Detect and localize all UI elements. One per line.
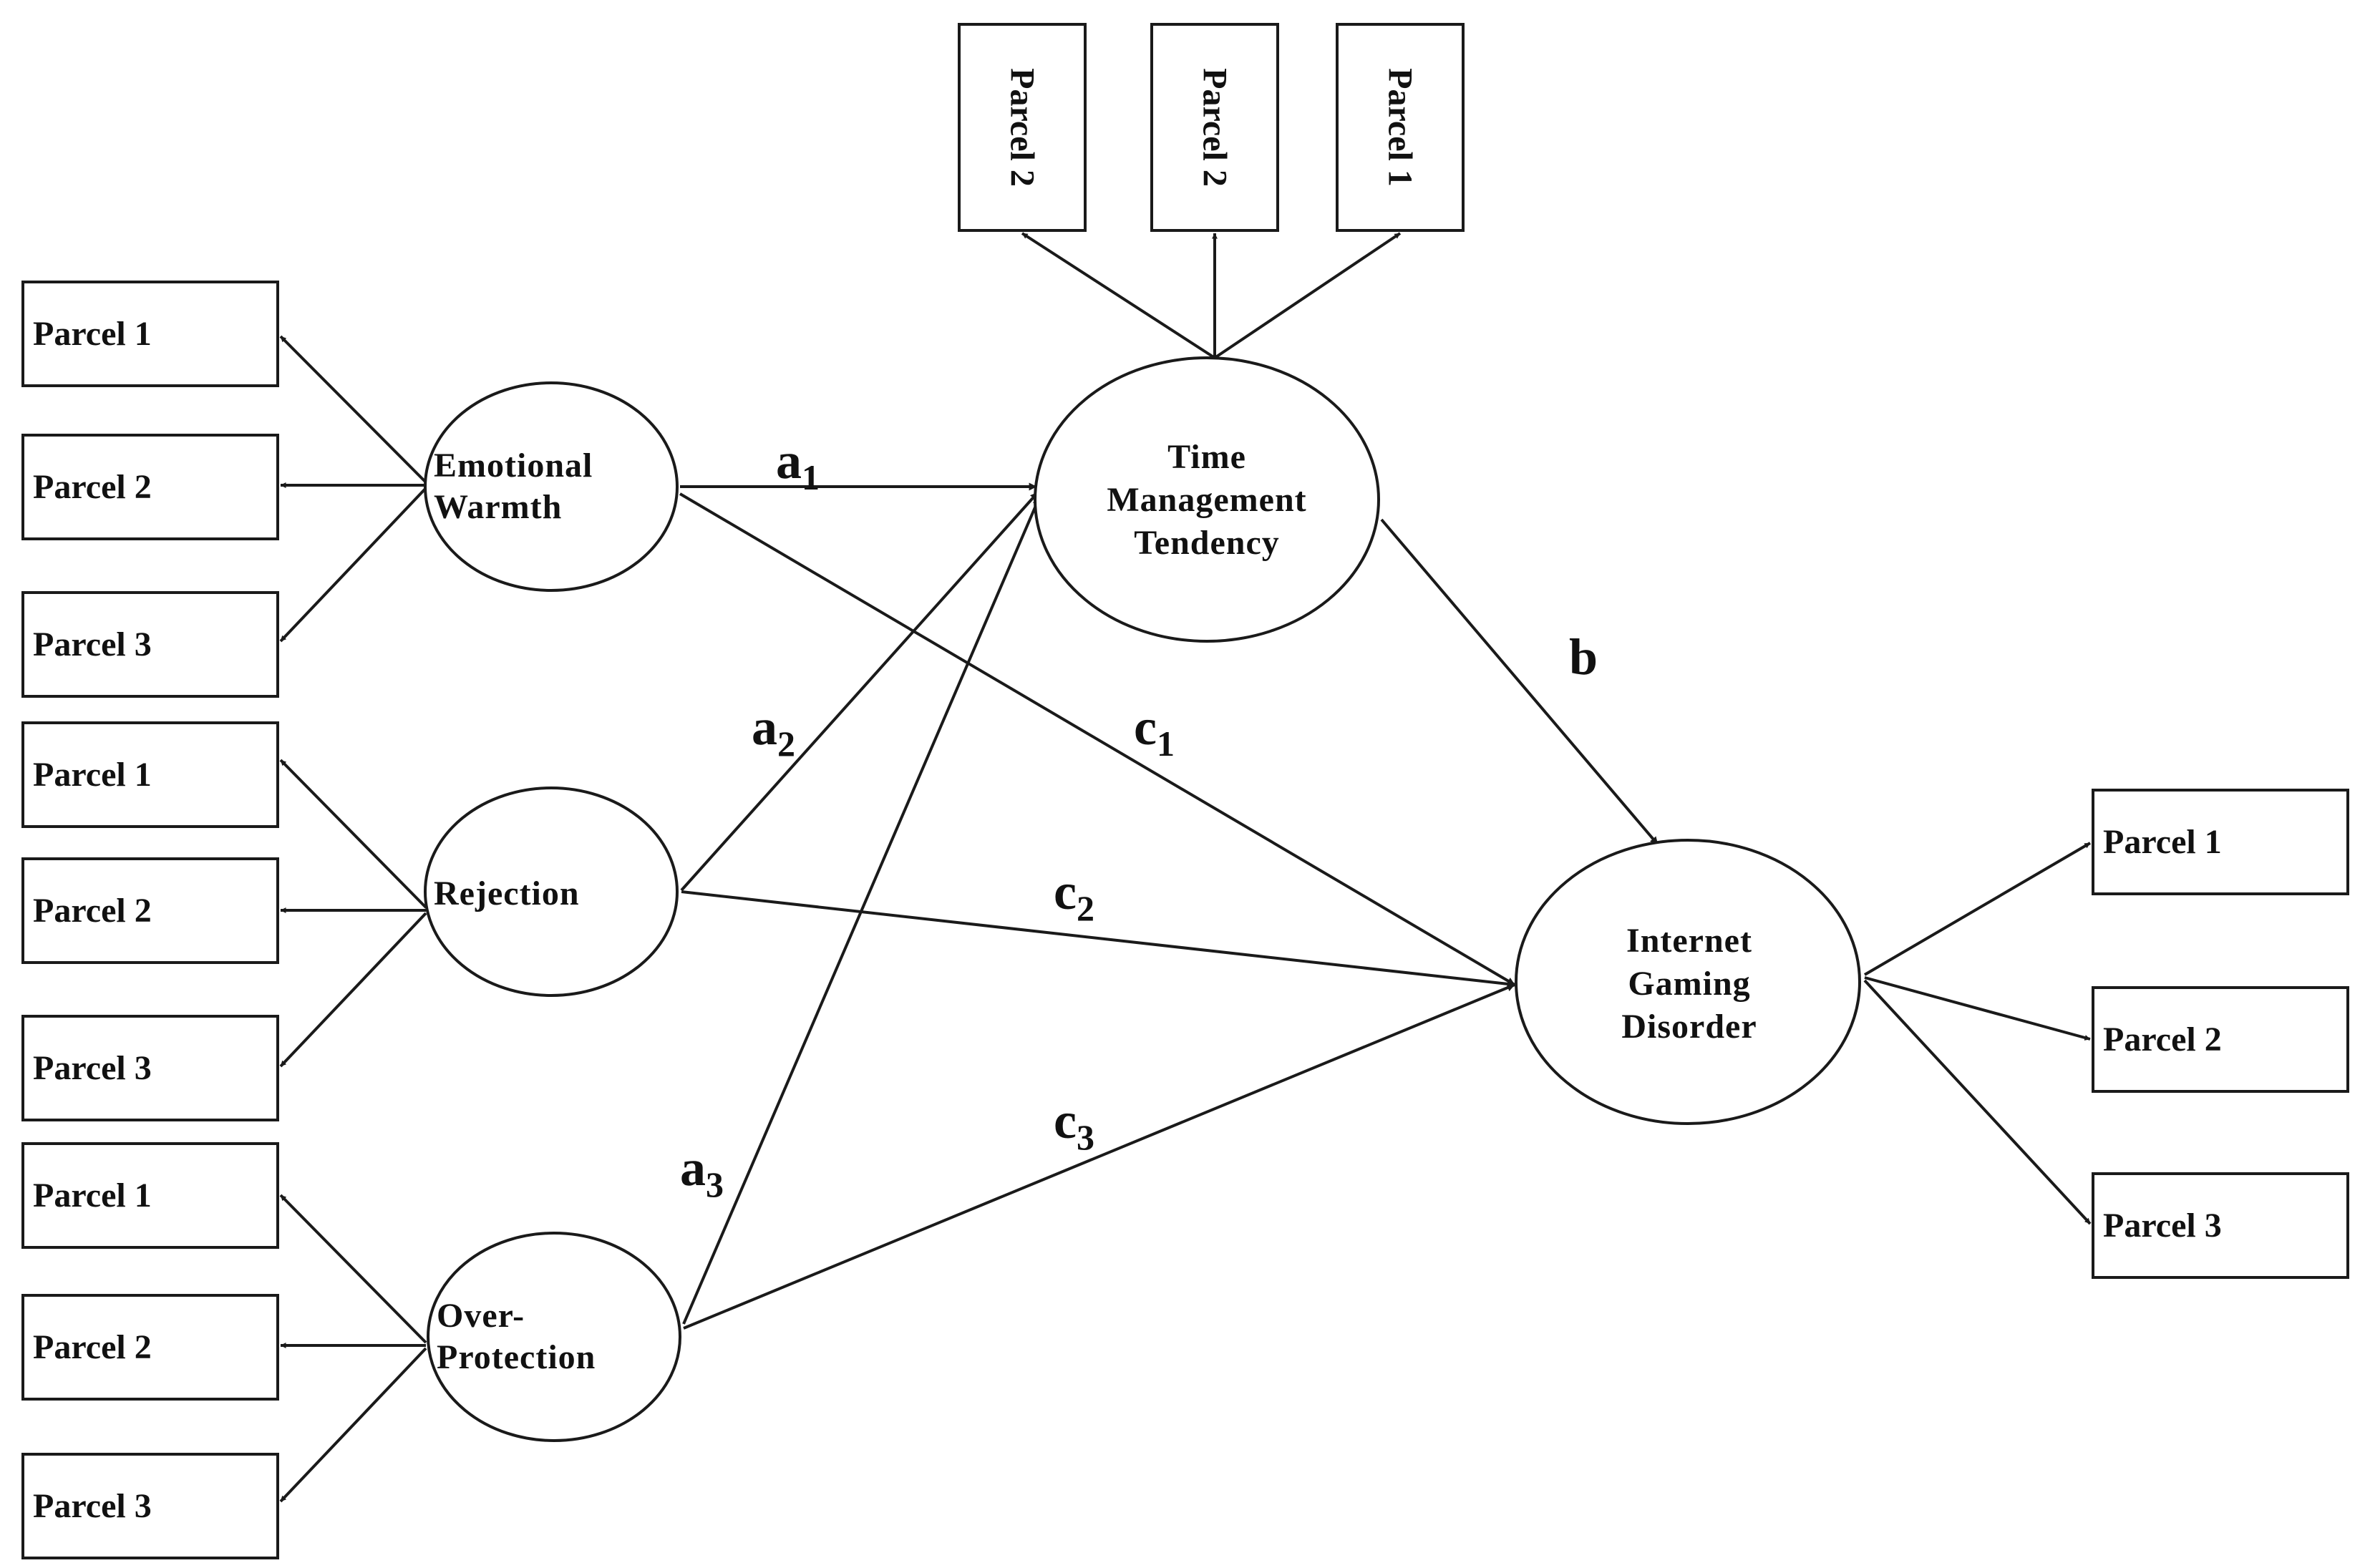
indicator-group-over-protection: Parcel 1 Parcel 2 Parcel 3 (21, 1142, 279, 1559)
construct-label-line: Internet (1626, 922, 1752, 960)
loading-edge-ig-3 (1863, 979, 2092, 1225)
construct-rejection: Rejection (424, 787, 679, 997)
loading-edge-tm-1 (1021, 232, 1216, 359)
path-label-c3: c3 (1054, 1092, 1094, 1157)
construct-internet-gaming-disorder: Internet Gaming Disorder (1515, 839, 1861, 1125)
indicator-label: Parcel 2 (1004, 68, 1041, 187)
indicator-label: Parcel 2 (2103, 1021, 2222, 1058)
indicator-label: Parcel 3 (33, 1049, 152, 1087)
construct-label-line: Warmth (434, 488, 562, 526)
indicator-label: Parcel 3 (33, 1487, 152, 1525)
indicator-box: Parcel 2 (958, 23, 1087, 232)
path-c2 (681, 890, 1515, 988)
construct-label-line: Time (1167, 438, 1246, 476)
construct-label-line: Gaming (1628, 965, 1750, 1003)
construct-label-line: Disorder (1621, 1008, 1757, 1046)
indicator-box: Parcel 3 (2092, 1172, 2349, 1279)
construct-over-protection: Over- Protection (427, 1232, 681, 1442)
path-label-b: b (1569, 628, 1598, 686)
indicator-label: Parcel 2 (1196, 68, 1234, 187)
construct-label-line: Rejection (434, 875, 580, 912)
indicator-label: Parcel 3 (33, 625, 152, 663)
construct-label-line: Management (1107, 481, 1306, 519)
indicator-box: Parcel 2 (21, 434, 279, 540)
path-c3 (683, 983, 1515, 1330)
indicator-label: Parcel 1 (33, 315, 152, 353)
indicator-label: Parcel 2 (33, 1328, 152, 1366)
path-label-a1: a1 (776, 432, 820, 497)
loading-edge-ew-3 (279, 487, 427, 643)
loading-edge-tm-3 (1213, 232, 1402, 359)
indicator-box: Parcel 2 (2092, 986, 2349, 1093)
indicator-box: Parcel 1 (21, 281, 279, 387)
indicator-box: Parcel 3 (21, 1453, 279, 1559)
indicator-label: Parcel 3 (2103, 1207, 2222, 1245)
indicator-group-internet-gaming: Parcel 1 Parcel 2 Parcel 3 (2092, 789, 2349, 1279)
loading-edge-ig-1 (1863, 842, 2092, 976)
indicator-box: Parcel 1 (1336, 23, 1465, 232)
indicator-label: Parcel 1 (2103, 823, 2222, 861)
indicator-box: Parcel 2 (21, 857, 279, 964)
loading-edge-rj-3 (279, 912, 427, 1068)
indicator-label: Parcel 1 (33, 756, 152, 794)
indicator-group-time-management: Parcel 2 Parcel 2 Parcel 1 (958, 23, 1465, 232)
indicator-box: Parcel 2 (21, 1294, 279, 1401)
loading-edge-rj-1 (279, 759, 427, 909)
construct-label-line: Protection (437, 1338, 596, 1376)
construct-emotional-warmth: Emotional Warmth (424, 381, 679, 592)
path-b (1380, 518, 1659, 846)
path-label-a3: a3 (680, 1139, 724, 1204)
indicator-box: Parcel 2 (1150, 23, 1279, 232)
structural-paths (679, 482, 1659, 1330)
indicator-box: Parcel 1 (21, 1142, 279, 1249)
construct-label-line: Emotional (434, 447, 593, 484)
construct-label-line: Over- (437, 1297, 525, 1335)
loading-edge-op-3 (279, 1347, 427, 1503)
indicator-box: Parcel 3 (21, 1015, 279, 1121)
loading-edge-ew-1 (279, 335, 427, 484)
construct-time-management-tendency: Time Management Tendency (1034, 356, 1380, 643)
indicator-label: Parcel 2 (33, 468, 152, 506)
path-label-a2: a2 (752, 698, 795, 764)
indicator-group-rejection: Parcel 1 Parcel 2 Parcel 3 (21, 721, 279, 1121)
path-label-c1: c1 (1134, 698, 1175, 764)
path-label-c2: c2 (1054, 863, 1094, 928)
loading-edge-ig-2 (1864, 976, 2091, 1041)
indicator-box: Parcel 1 (21, 721, 279, 828)
loading-edge-op-1 (279, 1194, 427, 1344)
indicator-box: Parcel 1 (2092, 789, 2349, 895)
construct-label-line: Tendency (1134, 524, 1280, 562)
path-labels: a1 a2 a3 b c1 c2 c3 (680, 432, 1598, 1204)
path-c1 (679, 492, 1516, 986)
indicator-group-emotional-warmth: Parcel 1 Parcel 2 Parcel 3 (21, 281, 279, 698)
indicator-label: Parcel 1 (33, 1177, 152, 1214)
loading-edges (279, 232, 2092, 1503)
path-a2 (680, 491, 1039, 892)
indicator-label: Parcel 2 (33, 892, 152, 930)
indicator-box: Parcel 3 (21, 591, 279, 698)
indicator-label: Parcel 1 (1381, 68, 1419, 187)
